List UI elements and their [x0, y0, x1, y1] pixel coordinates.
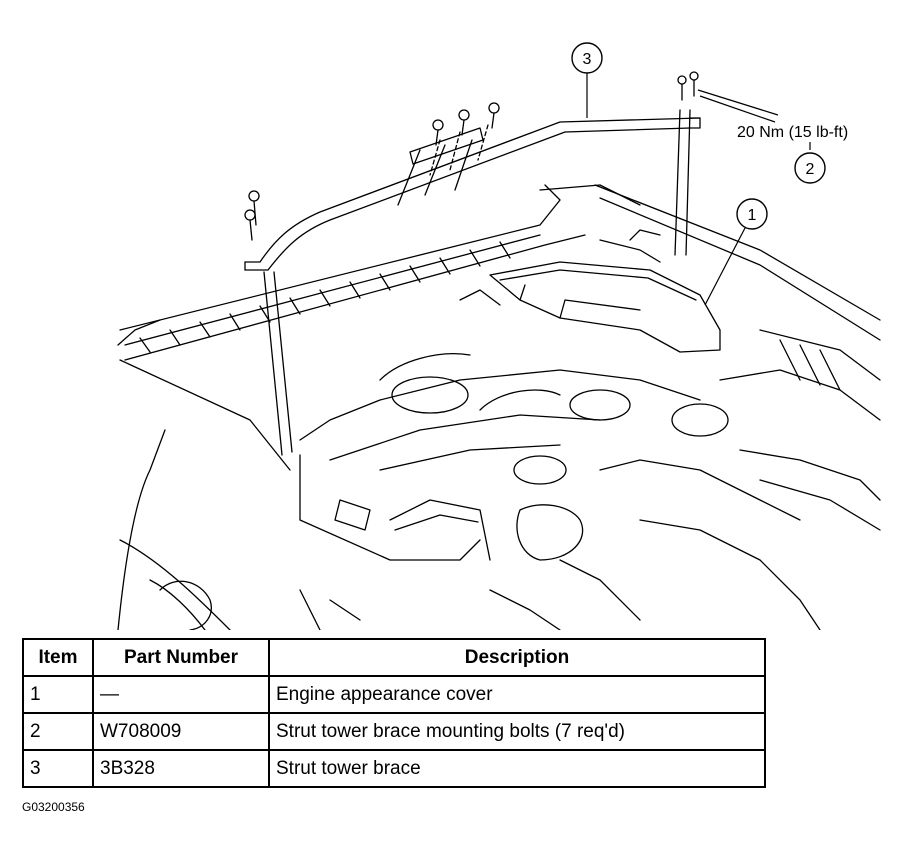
callout-1: 1: [736, 198, 768, 230]
mounting-bolts: [244, 71, 699, 241]
row-description: Engine appearance cover: [268, 675, 766, 714]
row-part-number: —: [92, 675, 270, 714]
header-description: Description: [268, 638, 766, 677]
callout-2: 2: [794, 152, 826, 184]
table-row: 1 — Engine appearance cover: [22, 675, 766, 714]
row-item: 2: [22, 712, 94, 751]
table-header-row: Item Part Number Description: [22, 638, 766, 677]
cowl-panel: [119, 184, 881, 361]
header-part-number: Part Number: [92, 638, 270, 677]
engine-appearance-cover: [489, 261, 721, 353]
engine-details: [159, 229, 881, 630]
engine-bay-illustration: 3 2 1 20 Nm (15 lb-ft): [117, 42, 881, 630]
parts-table: Item Part Number Description 1 — Engine …: [22, 638, 766, 788]
row-item: 1: [22, 675, 94, 714]
left-fender-outline: [117, 319, 291, 630]
callout-2-number: 2: [806, 161, 815, 178]
strut-tower-brace: [244, 117, 701, 271]
row-part-number: 3B328: [92, 749, 270, 788]
row-part-number: W708009: [92, 712, 270, 751]
header-item: Item: [22, 638, 94, 677]
callout-3-number: 3: [583, 51, 592, 68]
row-description: Strut tower brace mounting bolts (7 req'…: [268, 712, 766, 751]
callout-leaders: [586, 72, 811, 306]
row-description: Strut tower brace: [268, 749, 766, 788]
torque-spec-label: 20 Nm (15 lb-ft): [737, 124, 848, 141]
figure-id: G03200356: [22, 800, 85, 814]
table-row: 3 3B328 Strut tower brace: [22, 749, 766, 788]
table-row: 2 W708009 Strut tower brace mounting bol…: [22, 712, 766, 751]
row-item: 3: [22, 749, 94, 788]
bolt-guide-lines: [263, 109, 691, 456]
callout-3: 3: [571, 42, 603, 74]
callout-1-number: 1: [748, 207, 757, 224]
